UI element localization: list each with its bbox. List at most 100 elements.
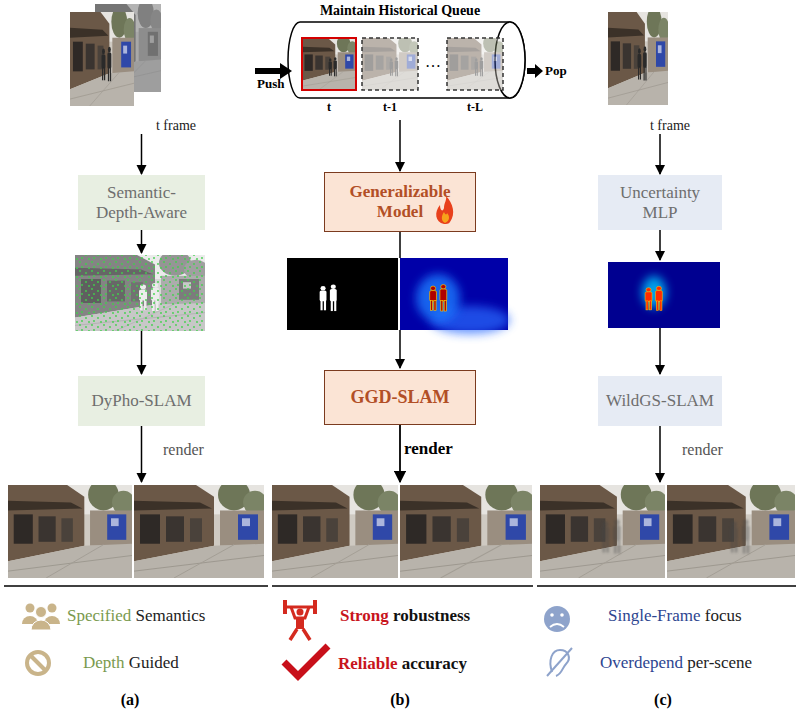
- render-output: [134, 479, 267, 578]
- weightlifter-icon: [283, 600, 317, 640]
- arrow-label: render: [682, 442, 723, 458]
- deaf-icon: [547, 648, 572, 676]
- flow-arrow: [141, 230, 143, 253]
- node-text: Semantic-Depth-Aware: [92, 183, 191, 222]
- property-line: DepthGuided: [83, 654, 183, 671]
- ellipsis: …: [425, 54, 441, 70]
- uncertainty-map: [608, 262, 720, 328]
- mask-people: [320, 285, 337, 312]
- flow-arrow: [141, 134, 143, 174]
- frame-index: t: [327, 101, 331, 113]
- dynamic-mask: [287, 258, 398, 330]
- flow-line: [399, 232, 401, 258]
- property-line: Overdependper-scene: [600, 654, 756, 671]
- semantic-image: [75, 250, 208, 331]
- history-frame-border: [447, 38, 503, 90]
- node-text: Maintain Historical Queue: [320, 3, 480, 19]
- property-line: Single-Framefocus: [608, 607, 746, 624]
- check-icon: [284, 646, 328, 676]
- pop-arrow: [527, 64, 543, 78]
- ghost-people: [602, 519, 621, 553]
- input-frame: t frame: [68, 4, 208, 134]
- flow-arrow: [141, 331, 143, 374]
- node-text: Uncertainty MLP: [606, 183, 714, 222]
- property-line: SpecifiedSemantics: [67, 607, 210, 624]
- method-box: Semantic-Depth-Aware: [78, 175, 205, 230]
- render-arrow: [141, 426, 143, 482]
- flow-arrow: [659, 328, 661, 374]
- queue-frame: [302, 35, 357, 90]
- queue-people: [390, 57, 399, 76]
- panel-tag: (a): [121, 692, 140, 708]
- model-box: Generalizable Model: [324, 172, 476, 232]
- heat-people: [430, 285, 447, 312]
- input-frame: t frame: [600, 4, 720, 134]
- current-frame-border: [302, 38, 356, 90]
- property-text: Overdepend: [600, 653, 683, 672]
- frame-index: t-L: [467, 101, 483, 113]
- queue-operation: Push: [257, 77, 284, 90]
- slam-box: GGD-SLAM: [324, 370, 476, 425]
- input-photo: [608, 6, 669, 105]
- queue-operation: Pop: [545, 64, 567, 77]
- property-text: focus: [705, 606, 742, 625]
- property-text: Specified: [67, 606, 131, 625]
- divider-line: [4, 585, 268, 586]
- render-arrow: [399, 425, 401, 482]
- node-text: t frame: [156, 118, 196, 134]
- flame-icon: [436, 196, 453, 224]
- slam-box: DyPho-SLAM: [78, 376, 205, 426]
- node-text: WildGS-SLAM: [606, 391, 714, 411]
- node-text: DyPho-SLAM: [91, 391, 191, 411]
- flow-arrow: [659, 230, 661, 260]
- input-photo: [70, 6, 135, 106]
- queue-people: [329, 57, 337, 76]
- queue-frame: [447, 35, 504, 90]
- render-output: [667, 479, 798, 578]
- render-output: [8, 479, 135, 578]
- divider-line: [537, 585, 796, 586]
- flow-arrow: [399, 120, 401, 171]
- property-line: Reliableaccuracy: [338, 655, 471, 672]
- feature-points: [75, 255, 205, 331]
- property-text: Strong: [340, 606, 389, 625]
- frame-index: t-1: [383, 101, 397, 113]
- slam-box: WildGS-SLAM: [598, 376, 722, 426]
- render-output: [400, 479, 535, 578]
- render-arrow: [659, 426, 661, 482]
- property-text: Single-Frame: [608, 606, 701, 625]
- node-text: t frame: [650, 118, 690, 134]
- property-text: robustness: [393, 606, 470, 625]
- property-text: Semantics: [135, 606, 205, 625]
- history-frame-border: [362, 38, 418, 90]
- heat-glow: [416, 274, 460, 322]
- render-output: [272, 479, 401, 578]
- flow-arrow: [399, 330, 401, 368]
- input-people: [102, 47, 112, 82]
- queue-frame: [362, 35, 504, 90]
- heat-people: [645, 286, 662, 310]
- property-text: per-scene: [687, 653, 752, 672]
- node-text: GGD-SLAM: [351, 387, 450, 408]
- queue-node: Maintain Historical Queue: [275, 0, 525, 120]
- people-icon: [22, 604, 60, 631]
- divider-line: [272, 585, 533, 586]
- method-box: Uncertainty MLP: [598, 175, 722, 230]
- flow-arrow: [659, 134, 661, 174]
- arrow-label: render: [404, 440, 453, 457]
- arrow-label: render: [163, 442, 204, 458]
- queue-people: [475, 57, 484, 76]
- panel-tag: (b): [390, 692, 410, 708]
- property-text: Reliable: [338, 654, 398, 673]
- property-line: Strongrobustness: [340, 607, 474, 624]
- render-output: [540, 479, 668, 578]
- input-people: [638, 46, 647, 80]
- prohibit-icon: [27, 652, 49, 674]
- sad-face-icon: [544, 606, 570, 632]
- property-text: accuracy: [402, 654, 467, 673]
- node-text: Generalizable Model: [335, 182, 465, 221]
- connector-layer: [142, 120, 661, 174]
- property-text: Guided: [129, 653, 179, 672]
